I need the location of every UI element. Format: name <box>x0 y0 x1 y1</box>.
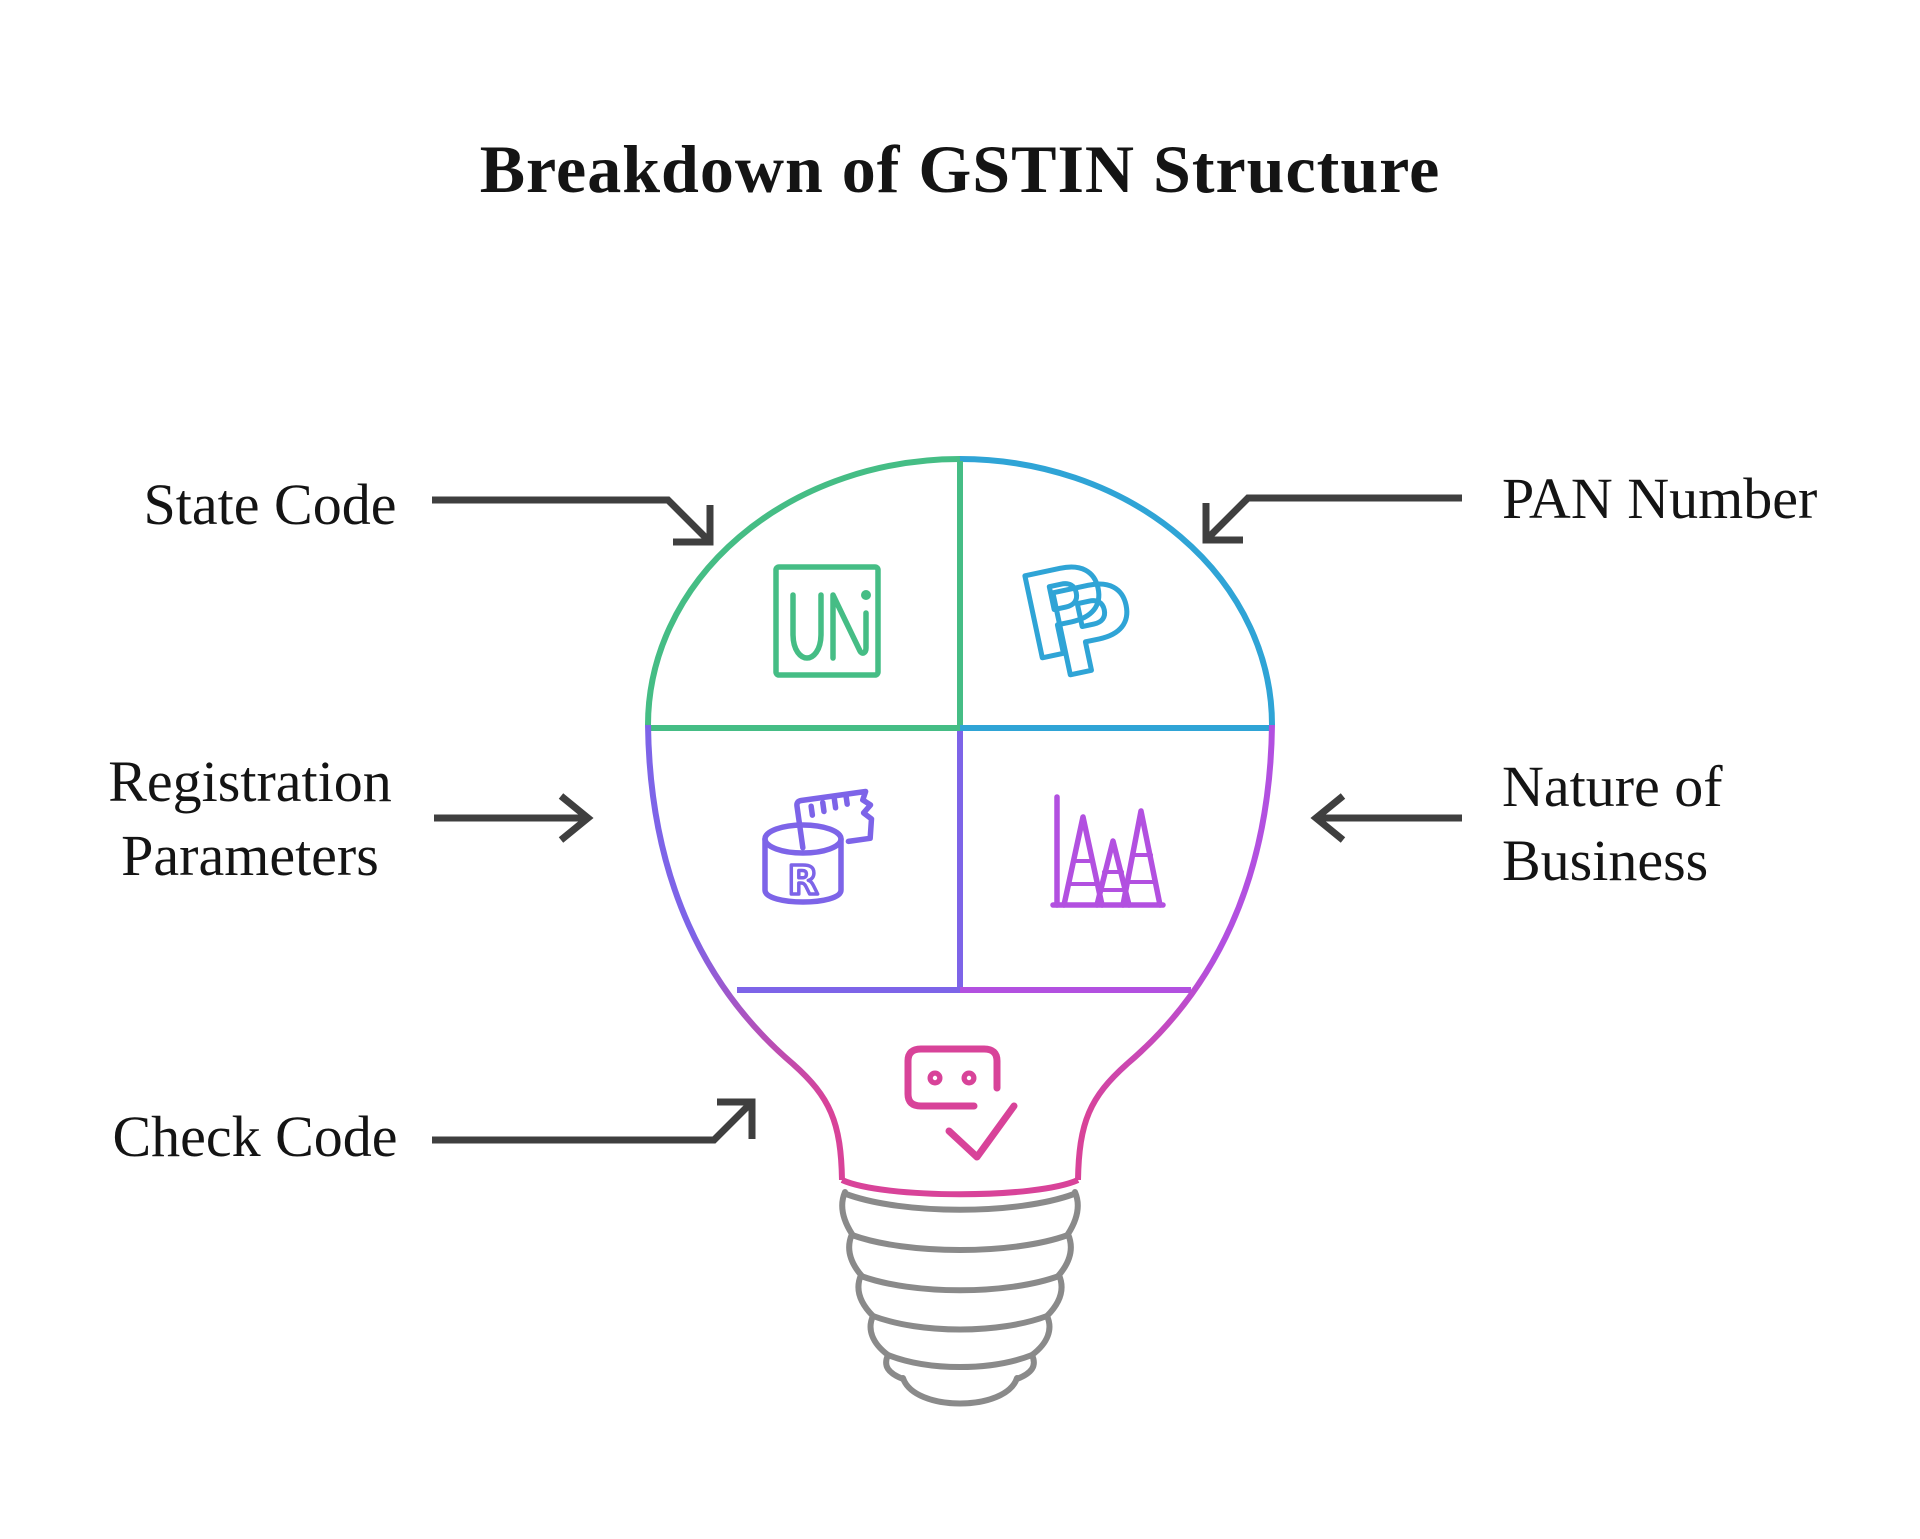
label-check-code: Check Code <box>112 1104 398 1169</box>
check-code-arrow <box>432 1098 756 1144</box>
label-registration-parameters: Registration Parameters <box>60 745 440 893</box>
label-nature-line1: Nature of <box>1502 754 1723 819</box>
pan-number-arrow <box>1202 494 1462 544</box>
callout-arrows <box>432 494 1462 1144</box>
lightbulb-outline <box>645 456 1275 1198</box>
bulb-neck-bottom <box>840 1177 1080 1198</box>
state-code-arrow <box>432 496 714 546</box>
uni-letters-icon <box>773 564 881 678</box>
label-registration-line1: Registration <box>108 749 392 814</box>
svg-text:R: R <box>788 858 819 904</box>
bulb-profile-left <box>645 724 845 1181</box>
double-p-icon: P P <box>1007 536 1150 707</box>
base-right-edge <box>1014 1189 1081 1382</box>
label-nature-line2: Business <box>1502 828 1709 893</box>
label-pan-number: PAN Number <box>1502 466 1818 531</box>
registration-parameters-arrow <box>434 793 594 843</box>
screw-base <box>839 1189 1081 1407</box>
peaks-chart-icon <box>1050 794 1166 908</box>
label-state-code: State Code <box>143 472 397 537</box>
label-registration-line2: Parameters <box>121 823 379 888</box>
bulb-arc-top-right <box>959 456 1275 726</box>
bulb-profile-right <box>1075 724 1275 1181</box>
nature-of-business-arrow <box>1310 793 1462 843</box>
database-ticket-icon: R <box>762 788 875 906</box>
label-nature-of-business: Nature of Business <box>1502 750 1920 898</box>
base-bottom-cup <box>900 1375 1020 1407</box>
page-title: Breakdown of GSTIN Structure <box>479 131 1441 207</box>
bulb-arc-top-left <box>645 456 961 726</box>
base-left-edge <box>839 1189 906 1382</box>
card-check-icon <box>904 1045 1018 1161</box>
